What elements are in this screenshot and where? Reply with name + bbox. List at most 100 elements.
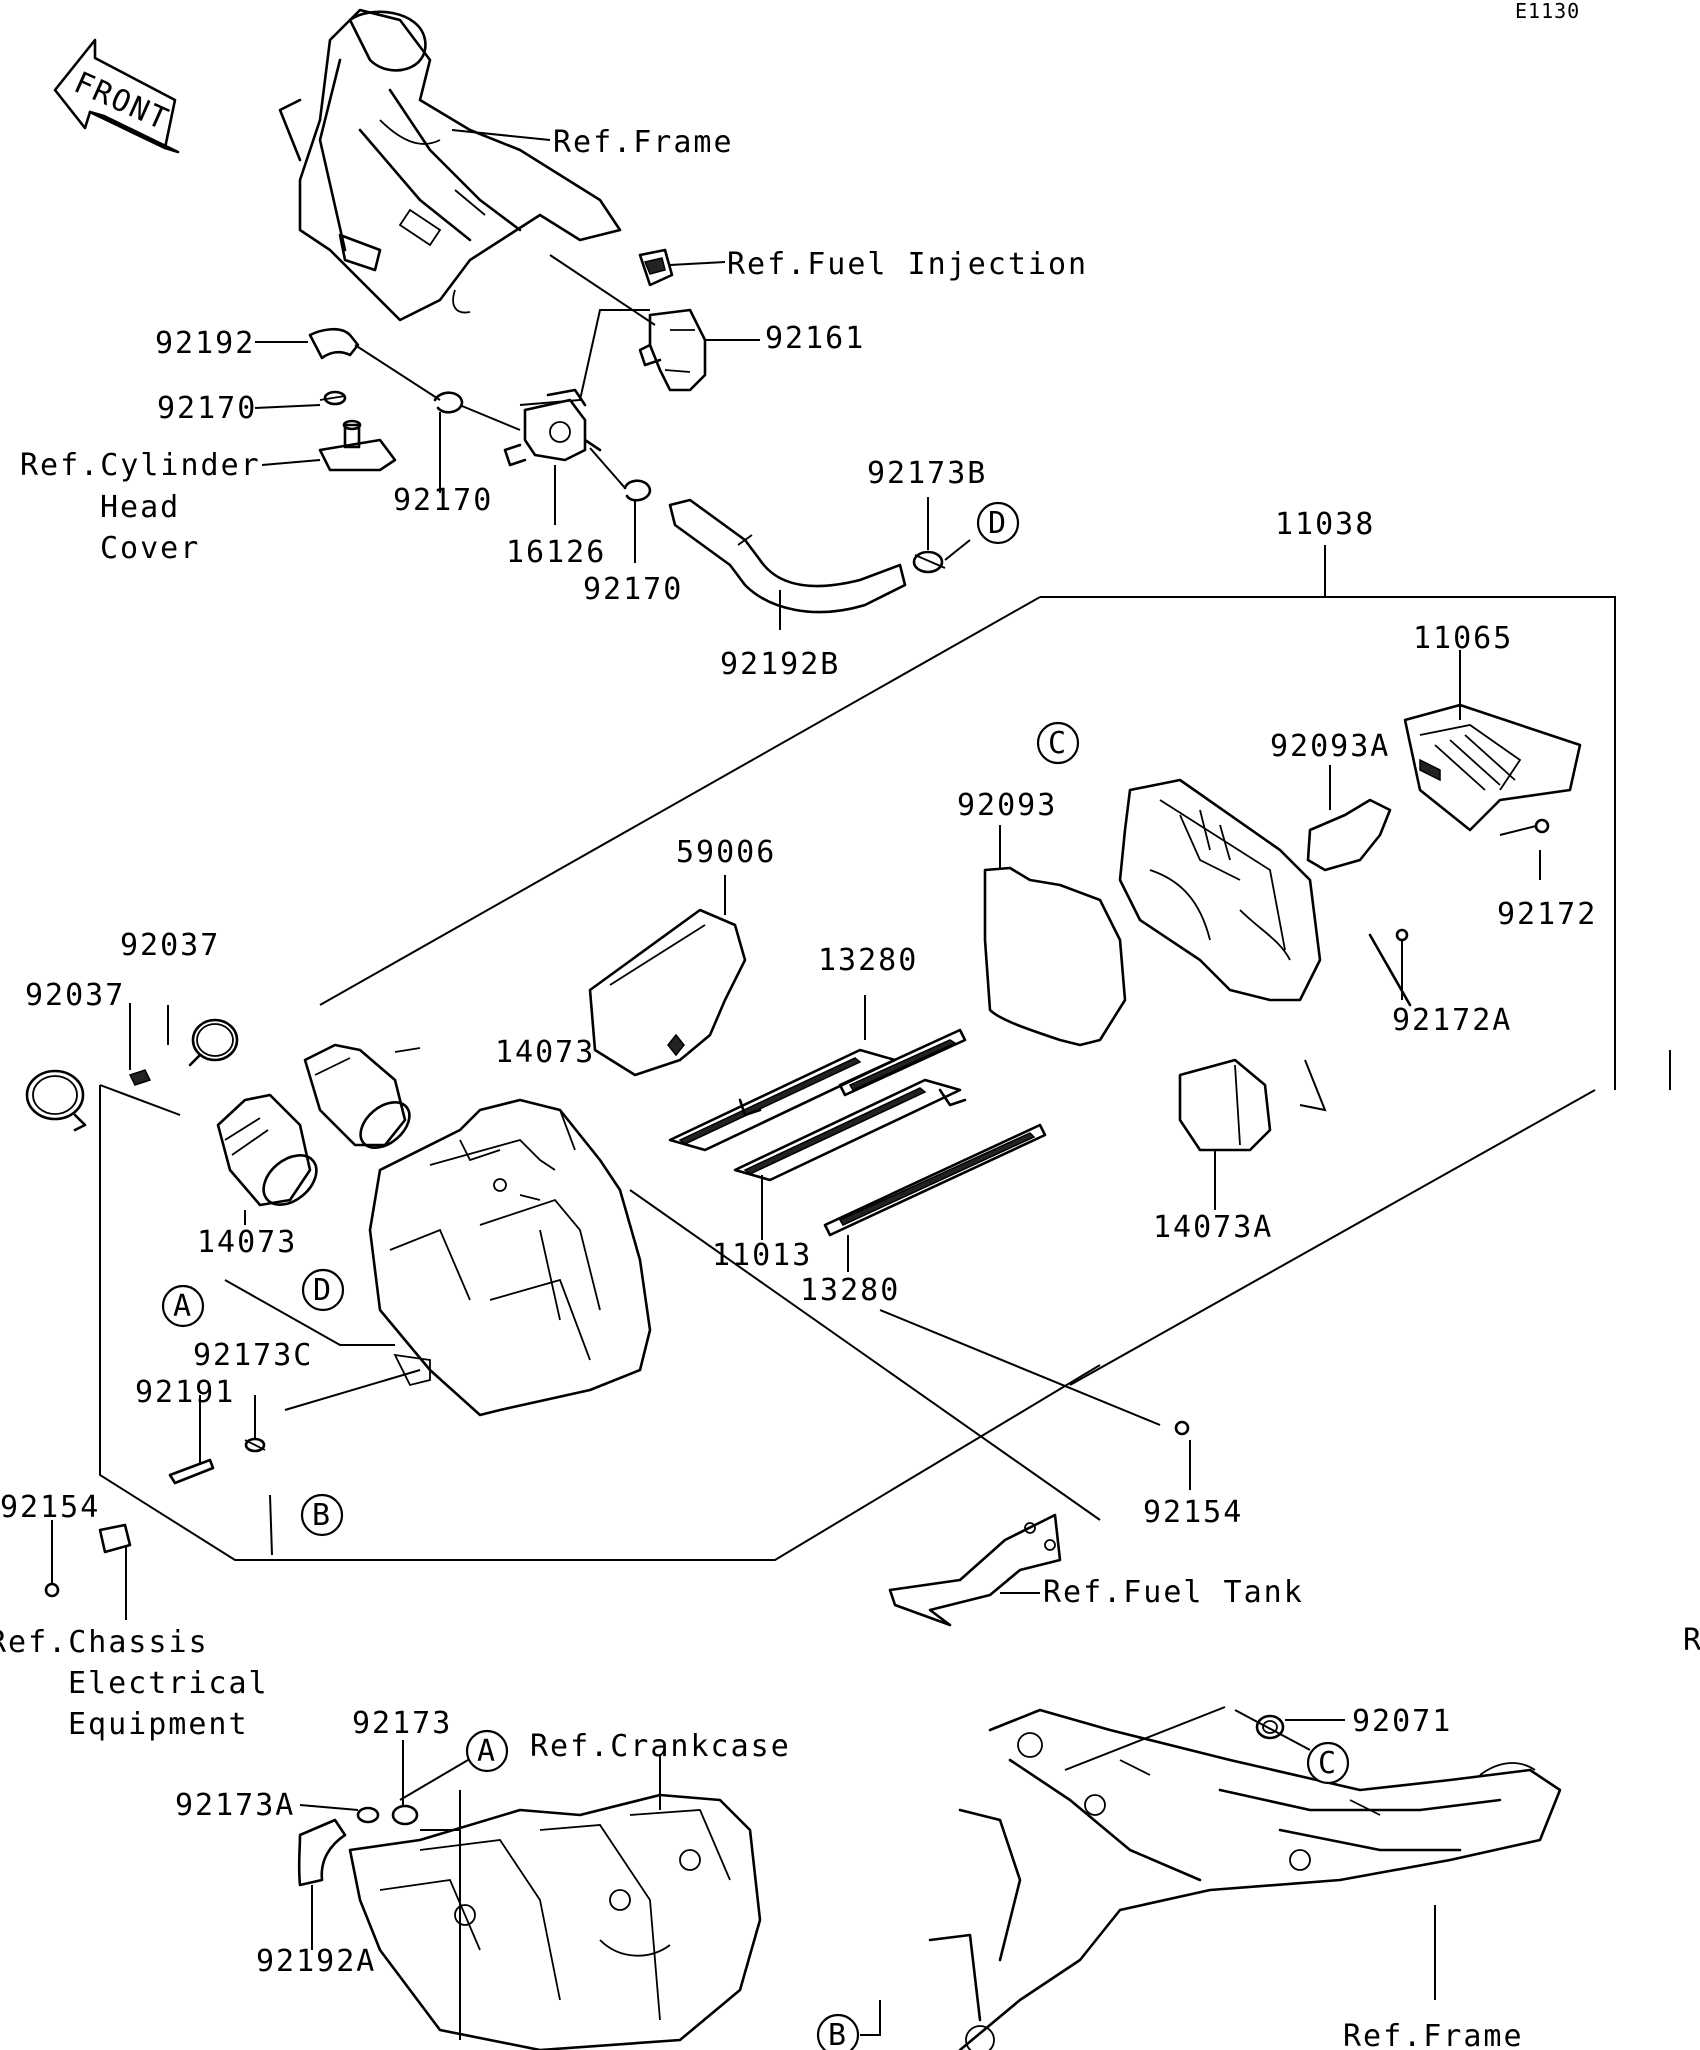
intake-14073A: [1178, 1058, 1272, 1152]
cover-11065: [1403, 703, 1582, 832]
label-ref-cylinder-3: Cover: [100, 531, 200, 566]
hose-92192A: [297, 1818, 347, 1887]
rod-92191: [168, 1458, 215, 1485]
label-92037-b: 92037: [25, 978, 125, 1013]
label-92093: 92093: [957, 788, 1057, 823]
svg-text:B: B: [312, 1498, 332, 1533]
svg-text:D: D: [988, 506, 1008, 541]
frame-top-illustration: [278, 8, 622, 322]
clip-92037: [128, 1069, 152, 1086]
fuel-injection-sensor: [638, 248, 674, 287]
strip-13280-top: [838, 1028, 967, 1097]
clamp-92170-c: [623, 479, 652, 502]
marker-b-middle: B: [300, 1493, 344, 1537]
label-16126: 16126: [506, 535, 606, 570]
label-ref-frame-bottom: Ref.Frame: [1343, 2019, 1524, 2050]
label-ref-fuel-injection: Ref.Fuel Injection: [727, 247, 1088, 282]
label-ref-chassis-1: Ref.Chassis: [0, 1625, 209, 1660]
air-cleaner-upper-case: [1118, 778, 1322, 1002]
air-box-housing: [368, 1098, 652, 1417]
svg-text:C: C: [1318, 1746, 1338, 1781]
svg-text:A: A: [477, 1734, 497, 1769]
duct-14073-left: [216, 1093, 318, 1207]
svg-text:D: D: [313, 1273, 333, 1308]
clamp-92170-b: [433, 391, 464, 414]
label-11038: 11038: [1275, 507, 1375, 542]
label-edge-fragment: R: [1683, 1623, 1700, 1658]
front-arrow-icon: FRONT: [53, 38, 180, 154]
frame-bottom-illustration: [928, 1708, 1562, 2050]
svg-text:C: C: [1048, 726, 1068, 761]
marker-d-left: D: [301, 1268, 345, 1312]
label-14073-top: 14073: [495, 1035, 595, 1070]
label-92093A: 92093A: [1270, 729, 1390, 764]
label-92071: 92071: [1352, 1704, 1452, 1739]
gasket-92093: [983, 866, 1127, 1047]
label-13280-top: 13280: [818, 943, 918, 978]
label-ref-crankcase: Ref.Crankcase: [530, 1729, 791, 1764]
valve-16126: [503, 388, 602, 467]
assembly-outline-11038: [99, 545, 1671, 1561]
label-ref-cylinder-2: Head: [100, 490, 180, 525]
clamp-92170-a: [319, 390, 347, 406]
marker-d-top: D: [976, 501, 1020, 545]
grommet-92071: [1255, 1714, 1285, 1740]
clamp-92037-a: [188, 1018, 239, 1067]
label-92170-c: 92170: [583, 572, 683, 607]
label-14073A: 14073A: [1153, 1210, 1273, 1245]
strip-13280-bottom: [823, 1123, 1047, 1237]
screw-92172A: [1368, 928, 1412, 1007]
label-92154-left: 92154: [0, 1490, 100, 1525]
clamp-92173: [391, 1804, 419, 1826]
label-92173B: 92173B: [867, 456, 987, 491]
bolt-92154-left: [44, 1582, 60, 1598]
clamp-92173B: [912, 550, 946, 574]
label-ref-frame-top: Ref.Frame: [553, 125, 734, 160]
clamp-92037-b: [25, 1069, 87, 1132]
marker-c-bottom: C: [1306, 1741, 1350, 1785]
label-92172A: 92172A: [1392, 1003, 1512, 1038]
label-11065: 11065: [1413, 621, 1513, 656]
label-92192A: 92192A: [256, 1944, 376, 1979]
diagram-code: E1130: [1515, 0, 1580, 23]
svg-text:A: A: [173, 1289, 193, 1324]
label-92173C: 92173C: [193, 1338, 313, 1373]
bolt-92172: [1499, 818, 1550, 836]
label-92173A: 92173A: [175, 1788, 295, 1823]
hose-92192B: [668, 498, 907, 614]
marker-b-bottom: B: [816, 2013, 860, 2050]
gasket-92093A: [1306, 798, 1392, 872]
label-13280-bottom: 13280: [800, 1273, 900, 1308]
label-14073: 14073: [197, 1225, 297, 1260]
bracket-chassis: [98, 1523, 132, 1554]
marker-c-top: C: [1036, 721, 1080, 765]
label-92192B: 92192B: [720, 647, 840, 682]
clamp-92173C: [244, 1437, 266, 1453]
label-92154-right: 92154: [1143, 1495, 1243, 1530]
label-92172: 92172: [1497, 897, 1597, 932]
label-ref-fuel-tank: Ref.Fuel Tank: [1043, 1575, 1304, 1610]
element-59006: [588, 908, 747, 1077]
label-92170-a: 92170: [157, 391, 257, 426]
marker-a-left: A: [161, 1284, 205, 1328]
label-11013: 11013: [712, 1238, 812, 1273]
label-92161: 92161: [765, 321, 865, 356]
duct-14073-right: [303, 1043, 421, 1149]
filter-element-11013: [668, 1048, 967, 1182]
label-ref-chassis-2: Electrical: [68, 1666, 269, 1701]
bolt-92154-right: [1174, 1420, 1190, 1436]
label-92192: 92192: [155, 326, 255, 361]
label-92170-b: 92170: [393, 483, 493, 518]
part-92161-bracket: [638, 308, 707, 392]
label-ref-cylinder-1: Ref.Cylinder: [20, 448, 261, 483]
svg-text:B: B: [828, 2018, 848, 2050]
label-ref-chassis-3: Equipment: [68, 1707, 249, 1742]
crankcase-illustration: [348, 1793, 762, 2050]
cylinder-head-cover-fitting: [318, 419, 397, 472]
label-59006: 59006: [676, 835, 776, 870]
label-92173: 92173: [352, 1706, 452, 1741]
hose-92192: [308, 327, 360, 360]
fuel-tank-bracket: [888, 1513, 1062, 1627]
label-92191: 92191: [135, 1375, 235, 1410]
